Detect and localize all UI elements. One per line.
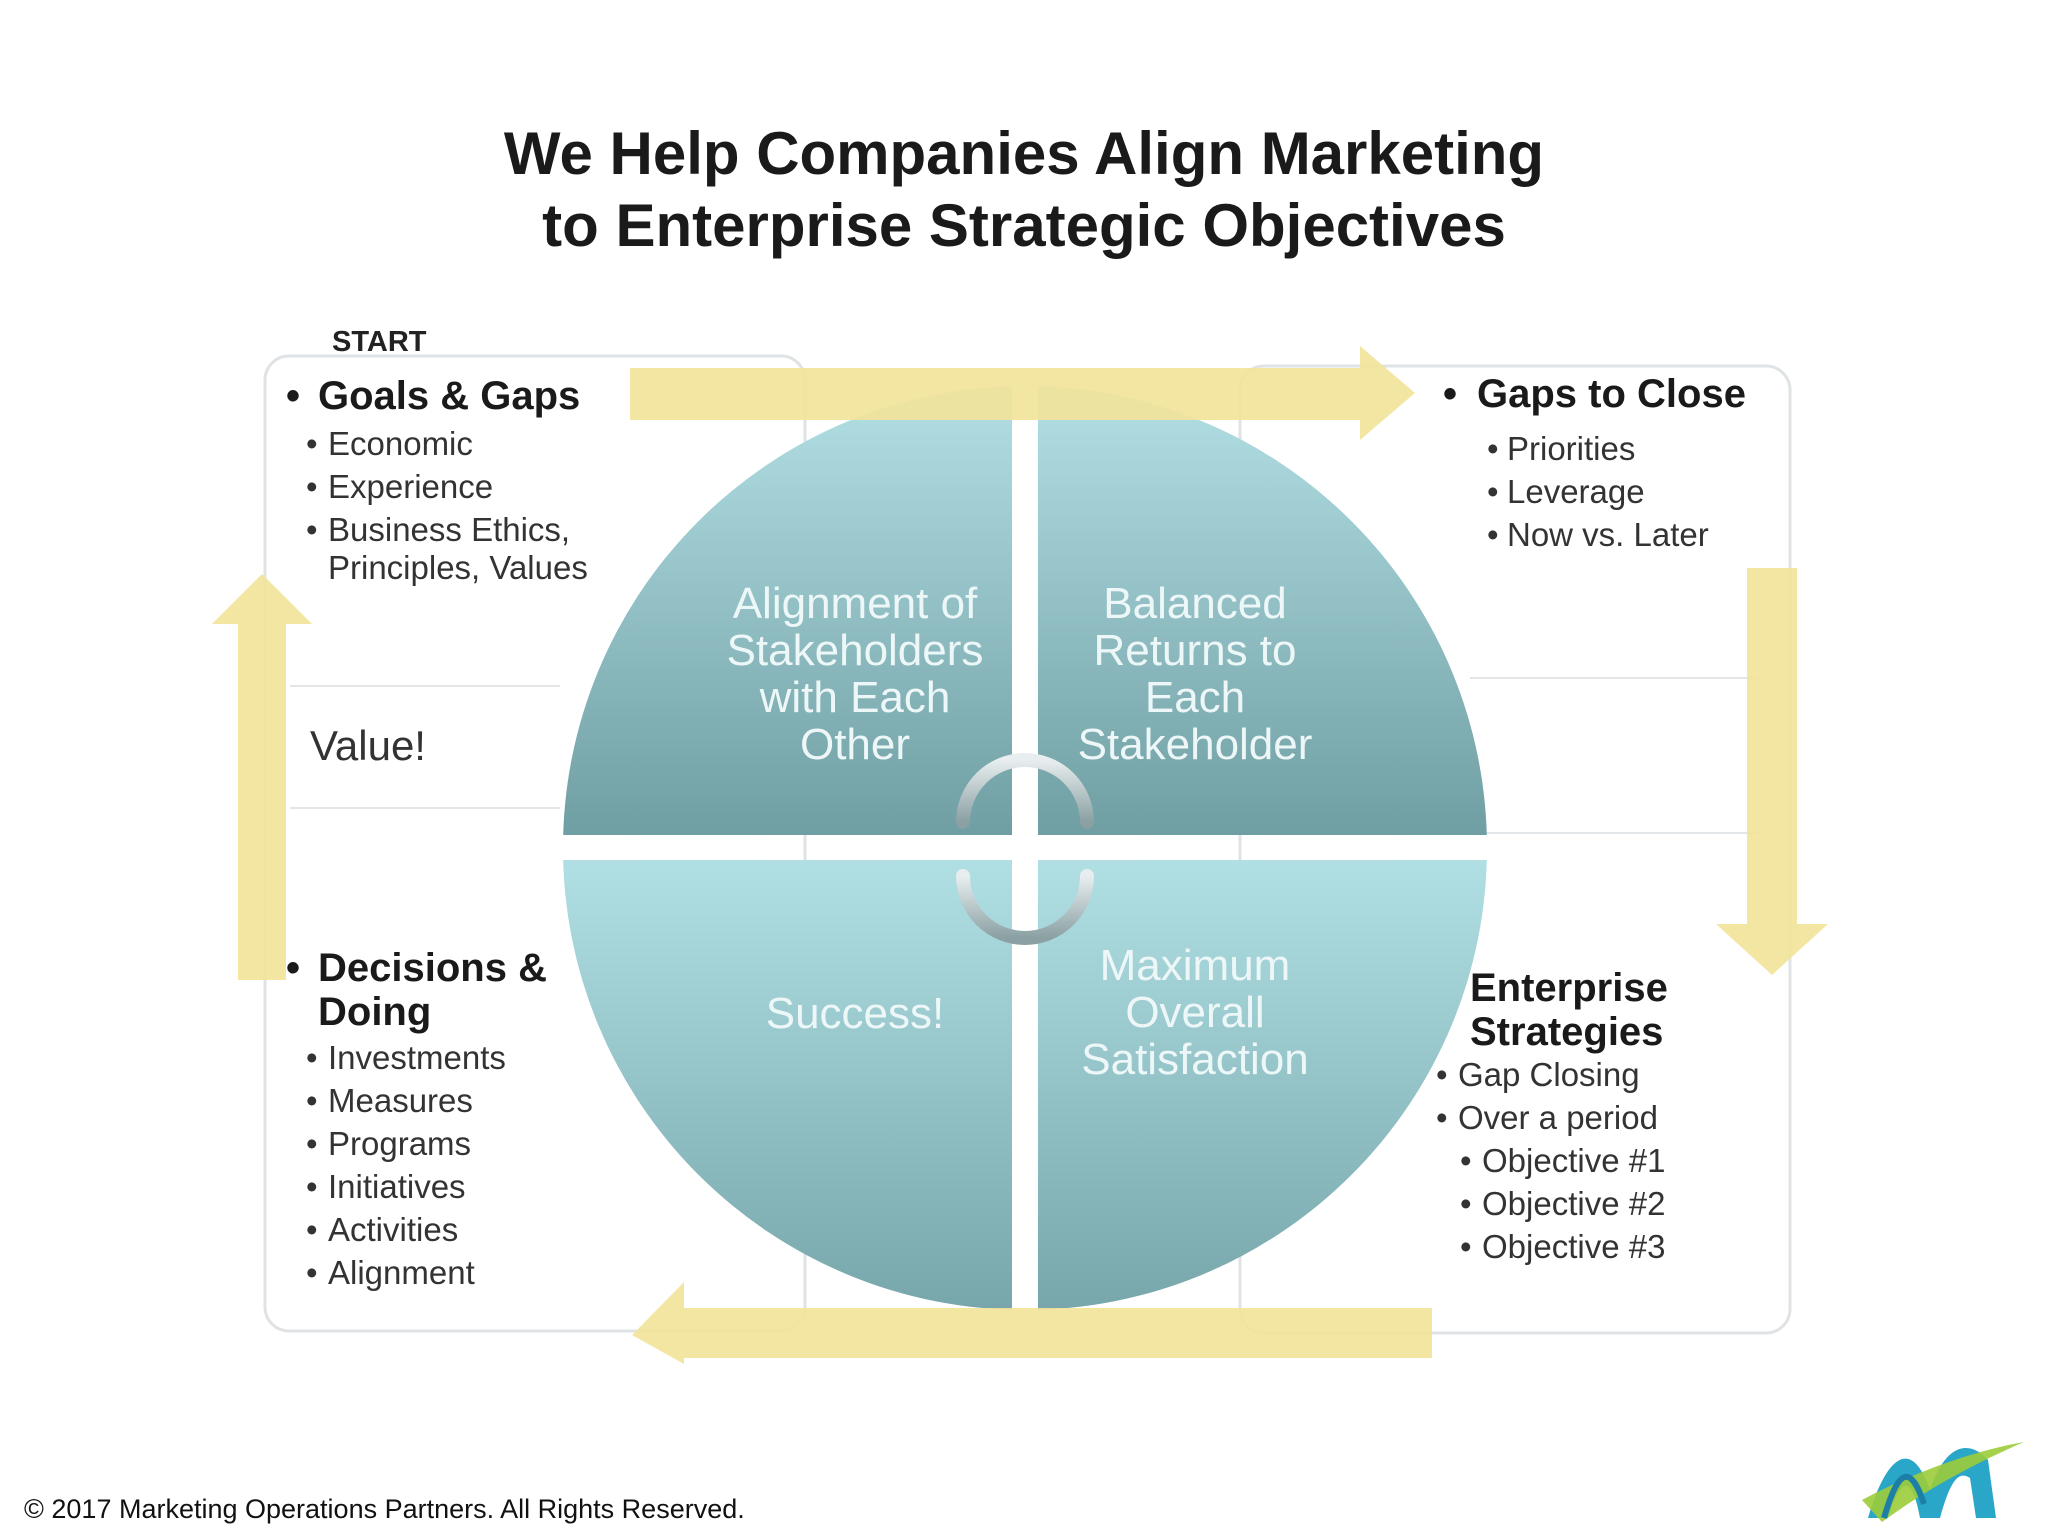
- gaps-heading: • Gaps to Close: [1443, 372, 1746, 416]
- arrow-left-bottom-icon: [632, 1282, 1432, 1364]
- bullet-icon: •: [306, 1168, 318, 1205]
- bullet-icon: •: [1443, 372, 1458, 416]
- list-item: •Business Ethics,: [306, 508, 588, 551]
- arrow-up-left-icon: [212, 574, 312, 980]
- list-item: •Gap Closing: [1436, 1053, 1665, 1096]
- title-line-2: to Enterprise Strategic Objectives: [542, 192, 1506, 259]
- bullet-icon: •: [286, 374, 301, 418]
- bullet-icon: •: [1487, 430, 1499, 467]
- gaps-list: •Priorities •Leverage •Now vs. Later: [1487, 427, 1709, 556]
- list-item: •Now vs. Later: [1487, 513, 1709, 556]
- bullet-icon: •: [306, 1039, 318, 1076]
- bullet-icon: •: [1487, 516, 1499, 553]
- enterprise-heading: Enterprise Strategies: [1470, 966, 1668, 1054]
- goals-heading: • Goals & Gaps: [286, 374, 580, 418]
- bullet-icon: •: [306, 425, 318, 462]
- quadrant-bottom-right: Maximum Overall Satisfaction: [1081, 941, 1309, 1084]
- list-item: •Alignment: [306, 1251, 506, 1294]
- list-item: •Over a period: [1436, 1096, 1665, 1139]
- bullet-icon: •: [306, 1254, 318, 1291]
- list-item: •Initiatives: [306, 1165, 506, 1208]
- quadrant-top-right: Balanced Returns to Each Stakeholder: [1077, 579, 1313, 769]
- arrow-down-right-icon: [1716, 568, 1828, 975]
- list-item: •Leverage: [1487, 470, 1709, 513]
- quadrant-circle: [563, 386, 1487, 1310]
- start-label: START: [332, 326, 427, 358]
- title-line-1: We Help Companies Align Marketing: [503, 120, 1545, 187]
- bullet-icon: •: [306, 1082, 318, 1119]
- decisions-list: •Investments •Measures •Programs •Initia…: [306, 1036, 506, 1294]
- bullet-icon: •: [306, 468, 318, 505]
- goals-heading-text: Goals & Gaps: [318, 374, 581, 418]
- list-item: •Experience: [306, 465, 588, 508]
- cycle-arc-bottom-icon: [956, 869, 1094, 945]
- bullet-icon: •: [1487, 473, 1499, 510]
- list-item: •Objective #3: [1436, 1225, 1665, 1268]
- cycle-arc-top-icon: [956, 753, 1094, 829]
- quadrant-bottom-right-shape: [1038, 860, 1487, 1310]
- list-item: •Programs: [306, 1122, 506, 1165]
- page-title: We Help Companies Align Marketing to Ent…: [0, 118, 2048, 262]
- decisions-heading: •Decisions & Doing: [286, 946, 547, 1034]
- quadrant-top-left: Alignment of Stakeholders with Each Othe…: [726, 579, 984, 769]
- gaps-heading-text: Gaps to Close: [1477, 372, 1746, 416]
- bullet-icon: •: [306, 1211, 318, 1248]
- list-item: Principles, Values: [328, 549, 588, 586]
- copyright-footer: © 2017 Marketing Operations Partners. Al…: [24, 1494, 745, 1524]
- company-logo: [1862, 1442, 2024, 1522]
- goals-list: •Economic •Experience •Business Ethics, …: [306, 422, 588, 585]
- bullet-icon: •: [1460, 1228, 1472, 1265]
- bullet-icon: •: [286, 946, 301, 990]
- list-item: •Economic: [306, 422, 588, 465]
- bullet-icon: •: [306, 1125, 318, 1162]
- enterprise-list: •Gap Closing •Over a period •Objective #…: [1436, 1053, 1665, 1268]
- bullet-icon: •: [1460, 1185, 1472, 1222]
- list-item: •Investments: [306, 1036, 506, 1079]
- value-label: Value!: [310, 722, 426, 769]
- bullet-icon: •: [1436, 1099, 1448, 1136]
- bullet-icon: •: [306, 511, 318, 548]
- arrow-right-top-icon: [630, 346, 1415, 440]
- list-item: •Measures: [306, 1079, 506, 1122]
- bullet-icon: •: [1460, 1142, 1472, 1179]
- list-item: •Objective #1: [1436, 1139, 1665, 1182]
- quadrant-bottom-left-shape: [563, 860, 1012, 1310]
- quadrant-bottom-left: Success!: [765, 989, 945, 1038]
- list-item: •Priorities: [1487, 427, 1709, 470]
- list-item: •Objective #2: [1436, 1182, 1665, 1225]
- list-item: •Activities: [306, 1208, 506, 1251]
- bullet-icon: •: [1436, 1056, 1448, 1093]
